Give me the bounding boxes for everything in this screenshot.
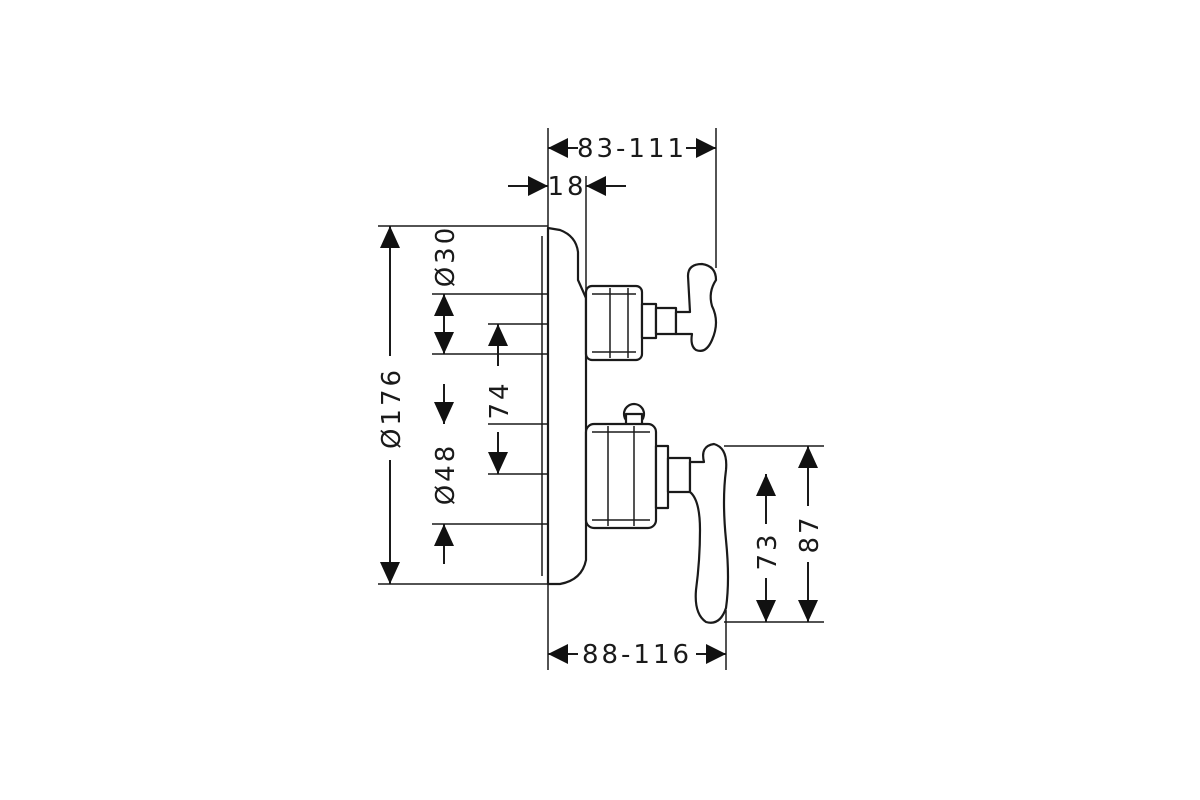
label-bottom-overall: 88-116 (582, 640, 692, 670)
dim-lever-offset (756, 474, 776, 622)
lower-valve-body (584, 402, 692, 530)
dim-upper-diameter (434, 294, 454, 354)
dim-projection (508, 176, 626, 196)
dim-top-overall (548, 138, 716, 158)
label-lower-diameter: Ø48 (431, 443, 461, 506)
label-upper-diameter: Ø30 (431, 225, 461, 288)
label-projection: 18 (547, 172, 586, 202)
dim-center-distance (488, 324, 508, 474)
dim-lower-diameter (434, 384, 454, 564)
dim-lever-height (798, 446, 818, 622)
label-lever-height: 87 (795, 514, 825, 553)
label-plate-diameter: Ø176 (377, 367, 407, 449)
label-lever-offset: 73 (753, 531, 783, 570)
wall-plate (546, 226, 588, 586)
dim-bottom-overall (548, 644, 726, 664)
label-center-distance: 74 (485, 380, 515, 419)
dim-plate-diameter (380, 226, 400, 584)
lever-handle (688, 442, 730, 624)
product-outline (541, 226, 730, 624)
upper-valve-body (584, 284, 678, 362)
label-top-overall: 83-111 (577, 134, 687, 164)
cross-handle (674, 262, 718, 352)
